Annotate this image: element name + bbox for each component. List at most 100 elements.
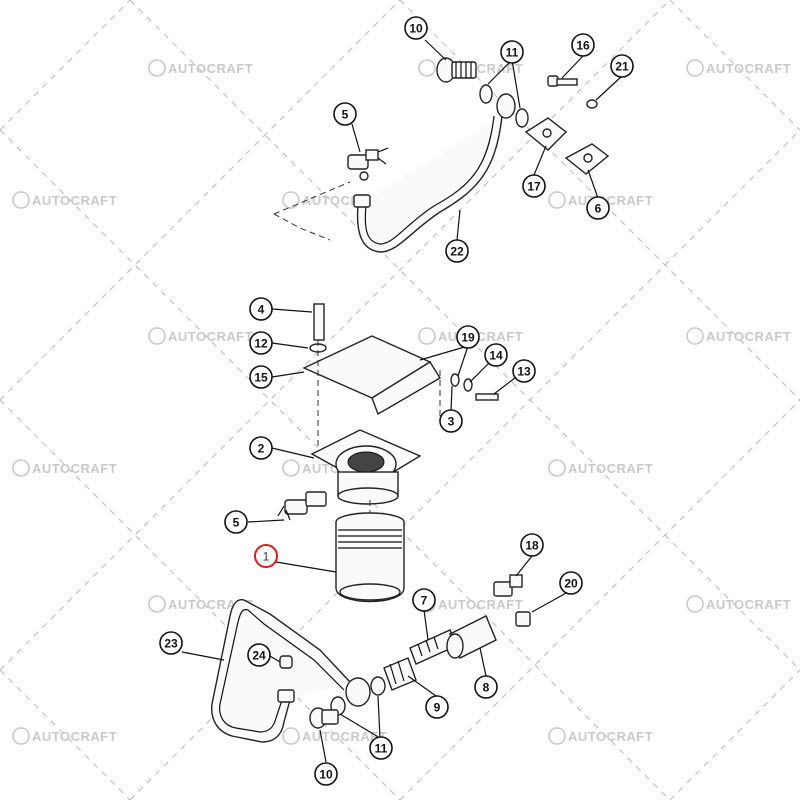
callout-label: 2: [258, 442, 265, 456]
callout-label: 23: [164, 637, 178, 651]
washer-19: [450, 373, 460, 387]
callout-label: 16: [576, 39, 590, 53]
callout-11[interactable]: 11: [369, 736, 393, 760]
sealing-washer: [515, 108, 529, 128]
banjo-bolt-top: [436, 57, 477, 83]
watermark: AUTOCRAFT: [148, 59, 253, 77]
callout-1-highlighted[interactable]: 1: [254, 544, 278, 568]
callout-label: 19: [461, 331, 475, 345]
watermark: AUTOCRAFT: [282, 727, 387, 745]
callout-17[interactable]: 17: [522, 174, 546, 198]
watermark: AUTOCRAFT: [12, 727, 117, 745]
callout-10[interactable]: 10: [314, 762, 338, 786]
fuel-pipe-top: [353, 93, 516, 253]
mounting-bolt: [313, 303, 325, 341]
callout-24[interactable]: 24: [247, 643, 271, 667]
callout-7[interactable]: 7: [412, 588, 436, 612]
watermark: AUTOCRAFT: [548, 459, 653, 477]
plug-20: [515, 611, 531, 627]
watermark-text: AUTOCRAFT: [168, 61, 253, 76]
callout-label: 10: [319, 768, 333, 782]
watermark-text: AUTOCRAFT: [706, 61, 791, 76]
watermark: AUTOCRAFT: [148, 327, 253, 345]
callout-22[interactable]: 22: [445, 239, 469, 263]
callout-label: 4: [258, 303, 265, 317]
callout-13[interactable]: 13: [512, 359, 536, 383]
watermark: AUTOCRAFT: [686, 327, 791, 345]
callout-label: 9: [434, 701, 441, 715]
callout-8[interactable]: 8: [474, 675, 498, 699]
adaptor-9: [383, 657, 417, 691]
callout-label: 12: [254, 337, 268, 351]
bottom-assembly: [211, 574, 531, 743]
sealing-washer: [479, 84, 493, 104]
callout-3[interactable]: 3: [439, 409, 463, 433]
callout-15[interactable]: 15: [249, 365, 273, 389]
watermark-text: AUTOCRAFT: [568, 461, 653, 476]
callout-label: 21: [615, 60, 629, 74]
sleeve-8: [446, 615, 497, 659]
watermark: AUTOCRAFT: [686, 595, 791, 613]
callout-4[interactable]: 4: [249, 297, 273, 321]
callout-18[interactable]: 18: [520, 533, 544, 557]
callout-label: 20: [564, 577, 578, 591]
callout-label: 18: [525, 539, 539, 553]
fitting-18: [493, 574, 523, 597]
watermark-text: AUTOCRAFT: [438, 329, 523, 344]
callout-5[interactable]: 5: [224, 510, 248, 534]
watermark-text: AUTOCRAFT: [438, 597, 523, 612]
top-assembly: [273, 57, 610, 253]
filter-bowl: [335, 500, 405, 603]
callout-label: 7: [421, 594, 428, 608]
filter-head-assembly: [277, 303, 499, 603]
callout-label: 10: [409, 22, 423, 36]
callout-20[interactable]: 20: [559, 571, 583, 595]
bleed-valve-top: [347, 147, 389, 181]
assembly-line: [273, 181, 351, 241]
watermark: AUTOCRAFT: [548, 727, 653, 745]
bolt-13: [475, 393, 499, 401]
callout-2[interactable]: 2: [249, 436, 273, 460]
bleed-valve-middle: [277, 491, 327, 521]
fuel-pipe-bottom: [211, 599, 371, 743]
filter-head: [310, 429, 422, 505]
callout-label: 17: [527, 180, 541, 194]
callout-label: 1: [263, 550, 270, 564]
watermark-text: AUTOCRAFT: [706, 329, 791, 344]
watermark-text: AUTOCRAFT: [568, 193, 653, 208]
callout-5[interactable]: 5: [333, 102, 357, 126]
watermark-text: AUTOCRAFT: [32, 461, 117, 476]
watermark-layer: AUTOCRAFT AUTOCRAFT AUTOCRAFT AUTOCRAFT AUTO…: [12, 59, 791, 745]
watermark-text: AUTOCRAFT: [302, 729, 387, 744]
callout-label: 3: [448, 415, 455, 429]
callout-21[interactable]: 21: [610, 54, 634, 78]
callout-19[interactable]: 19: [456, 325, 480, 349]
watermark-text: AUTOCRAFT: [168, 329, 253, 344]
callout-label: 22: [450, 245, 464, 259]
watermark-text: AUTOCRAFT: [32, 193, 117, 208]
watermark-text: AUTOCRAFT: [32, 729, 117, 744]
callout-label: 15: [254, 371, 268, 385]
callout-10[interactable]: 10: [404, 16, 428, 40]
callout-label: 8: [483, 681, 490, 695]
callout-label: 5: [233, 516, 240, 530]
watermark: AUTOCRAFT: [12, 459, 117, 477]
callout-label: 11: [506, 46, 519, 60]
callout-9[interactable]: 9: [425, 695, 449, 719]
callout-label: 13: [517, 365, 531, 379]
lock-washer: [586, 99, 598, 109]
callout-label: 5: [342, 108, 349, 122]
callout-14[interactable]: 14: [484, 343, 508, 367]
banjo-bolt-bottom: [309, 707, 339, 729]
bolt-16: [547, 75, 578, 87]
callout-11[interactable]: 11: [500, 40, 524, 64]
callout-16[interactable]: 16: [571, 33, 595, 57]
callout-23[interactable]: 23: [159, 631, 183, 655]
callout-label: 11: [375, 742, 388, 756]
nut-24: [279, 655, 293, 669]
callout-layer: 10 11 16 21 5 17 6 22 4 12 15 19 14 13 3 2 5 1 18 20 7 23 24 8 9…: [159, 16, 634, 786]
callout-6[interactable]: 6: [586, 196, 610, 220]
watermark-text: AUTOCRAFT: [706, 597, 791, 612]
callout-12[interactable]: 12: [249, 331, 273, 355]
